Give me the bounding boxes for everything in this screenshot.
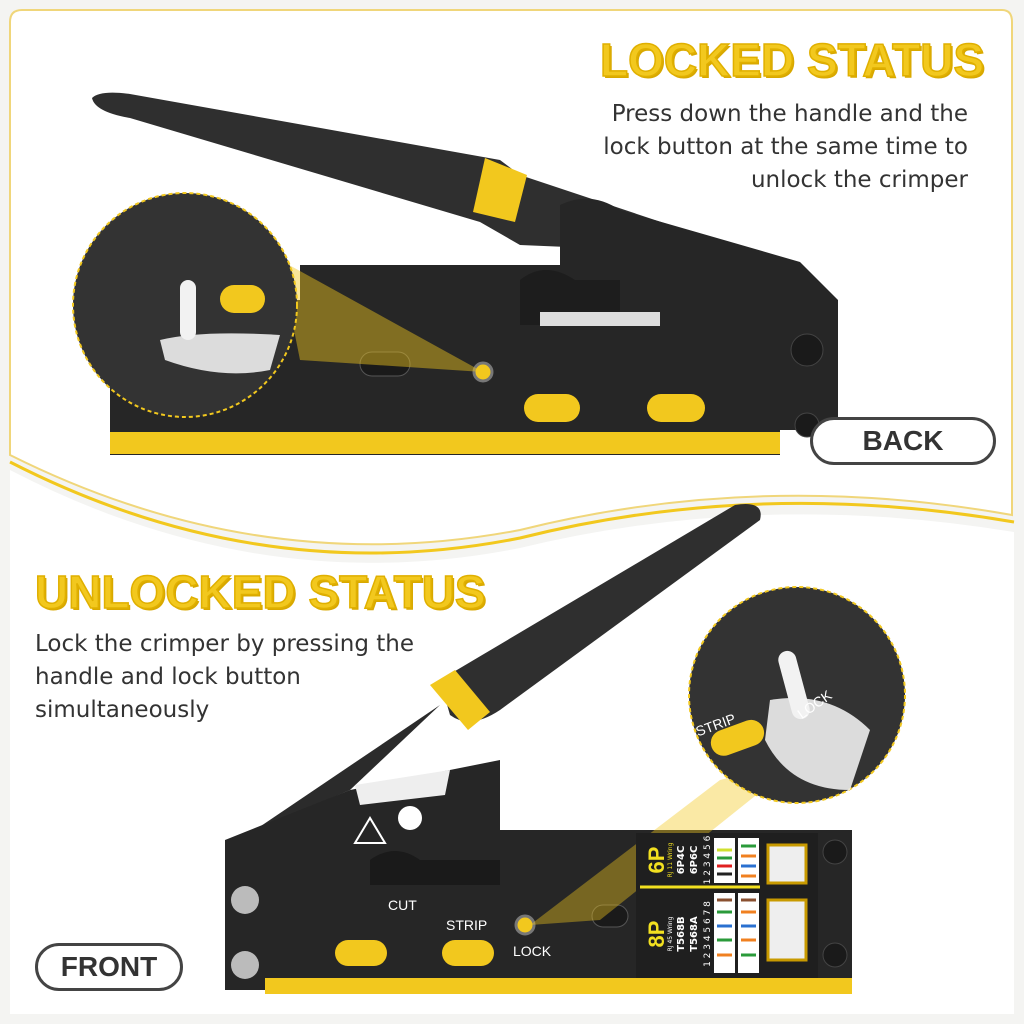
rj11-sub: RJ 11 Wring	[667, 842, 674, 877]
description-line: Lock the crimper by pressing the	[35, 631, 415, 657]
description-line: lock button at the same time to	[603, 134, 968, 160]
cut-label: CUT	[388, 897, 417, 913]
unlocked-status-description: Lock the crimper by pressing the handle …	[35, 628, 414, 727]
unlocked-status-title: UNLOCKED STATUS	[34, 565, 486, 619]
rj45-sub: RJ 45 Wring	[667, 916, 674, 951]
description-line: handle and lock button	[35, 664, 301, 690]
rj11-standard-1: 6P4C	[676, 846, 687, 875]
wave-divider	[9, 460, 1015, 555]
description-line: unlock the crimper	[750, 167, 968, 193]
description-line: Press down the handle and the	[611, 101, 968, 127]
wiring-chart: 6P 8P RJ 11 Wring RJ 45 Wring 6P4C 6P6C …	[636, 833, 818, 978]
rj45-pins: 1 2 3 4 5 6 7 8	[703, 901, 713, 967]
crimper-back-view	[72, 92, 838, 456]
rj11-pins: 1 2 3 4 5 6	[703, 835, 713, 884]
back-view-badge: BACK	[810, 417, 996, 465]
strip-label: STRIP	[446, 917, 487, 933]
locked-status-title: LOCKED STATUS	[599, 33, 985, 87]
rj45-standard-1: T568B	[676, 916, 687, 951]
locked-status-description: Press down the handle and the lock butto…	[603, 98, 968, 197]
rj11-standard-2: 6P6C	[689, 846, 700, 875]
front-view-badge: FRONT	[35, 943, 183, 991]
rj45-standard-2: T568A	[689, 916, 700, 952]
rj45-title: 8P	[644, 921, 669, 948]
lock-label: LOCK	[513, 943, 552, 959]
crimper-front-view: 6P 8P RJ 11 Wring RJ 45 Wring 6P4C 6P6C …	[225, 504, 906, 994]
rj11-title: 6P	[644, 847, 669, 874]
description-line: simultaneously	[35, 697, 210, 723]
